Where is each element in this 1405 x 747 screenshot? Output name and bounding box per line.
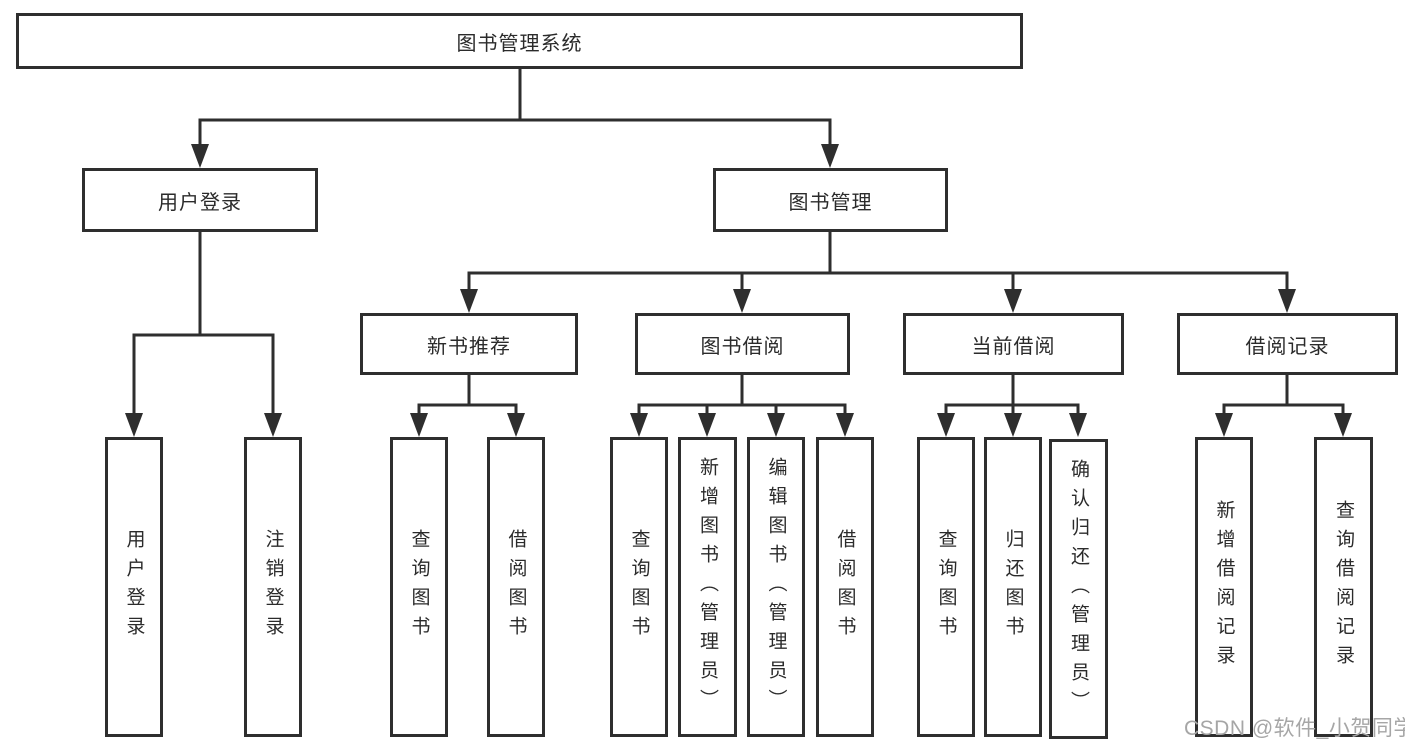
node-borrowing-records: 借阅记录 bbox=[1177, 313, 1398, 375]
leaf-edit-book-admin: 编辑图书（管理员） bbox=[747, 437, 805, 737]
leaf-borrow-books: 借阅图书 bbox=[487, 437, 545, 737]
leaf-query-books-3: 查询图书 bbox=[917, 437, 975, 737]
node-user-login: 用户登录 bbox=[82, 168, 318, 232]
csdn-watermark: CSDN @软件_小贺同学 bbox=[1184, 717, 1405, 740]
leaf-borrow-books-2: 借阅图书 bbox=[816, 437, 874, 737]
node-current-borrowing: 当前借阅 bbox=[903, 313, 1124, 375]
leaf-add-borrow-record: 新增借阅记录 bbox=[1195, 437, 1253, 737]
leaf-query-books: 查询图书 bbox=[390, 437, 448, 737]
leaf-query-borrow-record: 查询借阅记录 bbox=[1314, 437, 1373, 737]
leaf-query-books-2: 查询图书 bbox=[610, 437, 668, 737]
leaf-add-book-admin: 新增图书（管理员） bbox=[678, 437, 737, 737]
leaf-user-login: 用户登录 bbox=[105, 437, 163, 737]
node-root-library-system: 图书管理系统 bbox=[16, 13, 1023, 69]
node-new-book-recommend: 新书推荐 bbox=[360, 313, 578, 375]
leaf-logout: 注销登录 bbox=[244, 437, 302, 737]
node-book-management: 图书管理 bbox=[713, 168, 948, 232]
node-book-borrowing: 图书借阅 bbox=[635, 313, 850, 375]
leaf-return-books: 归还图书 bbox=[984, 437, 1042, 737]
leaf-confirm-return-admin: 确认归还（管理员） bbox=[1049, 439, 1108, 739]
